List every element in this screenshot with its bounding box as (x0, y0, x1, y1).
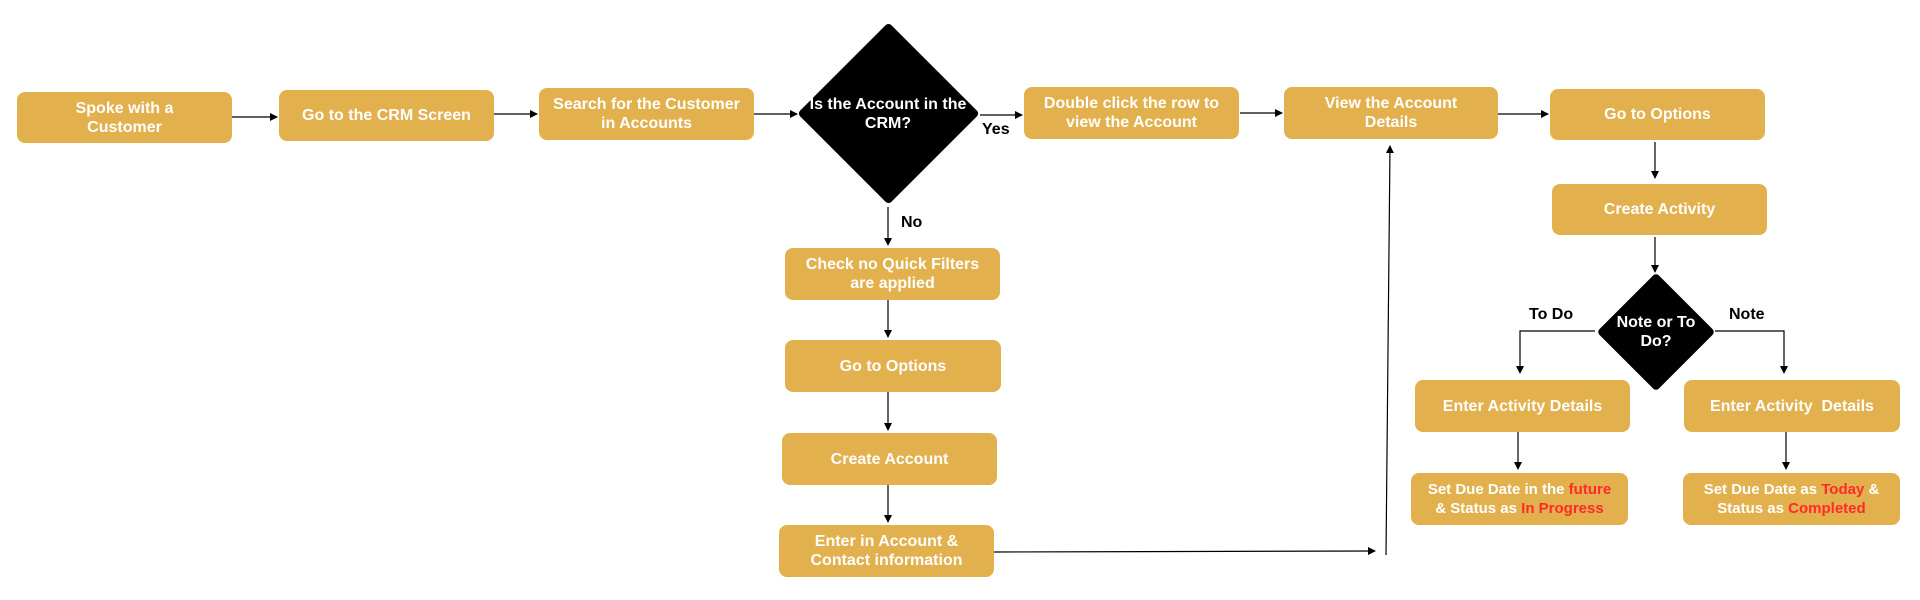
enter-activity-todo-box: Enter Activity Details (1415, 380, 1630, 432)
due-date-future-text: Set Due Date in the future & Status as I… (1428, 480, 1611, 518)
due-date-today-text: Set Due Date as Today & Status as Comple… (1704, 480, 1880, 518)
create-account-box: Create Account (782, 433, 997, 485)
go-to-options-label: Go to Options (1604, 106, 1711, 123)
search-customer-box: Search for the Customer in Accounts (539, 88, 754, 140)
create-activity-label: Create Activity (1603, 201, 1716, 218)
due-future-line1: Set Due Date in the future (1428, 480, 1611, 499)
account-decision-label: Is the Account in the CRM? (809, 96, 967, 132)
due-future-line2-prefix: & Status as (1435, 500, 1522, 517)
due-date-today-box: Set Due Date as Today & Status as Comple… (1683, 473, 1900, 525)
edge-enter-to-join (992, 547, 1376, 556)
due-today-line1: Set Due Date as Today & (1704, 480, 1880, 499)
spoke-customer-label: Spoke with a Customer (75, 99, 174, 136)
edge-decision-note (1715, 330, 1788, 374)
go-to-options-box: Go to Options (1550, 89, 1765, 140)
enter-activity-note-label: Enter Activity Details (1710, 397, 1874, 415)
spoke-customer-box: Spoke with a Customer (17, 92, 232, 143)
no-edge-label: No (901, 214, 923, 231)
enter-account-contact-label: Enter in Account & Contact information (810, 533, 963, 569)
enter-account-contact-box: Enter in Account & Contact information (779, 525, 994, 577)
crm-screen-box: Go to the CRM Screen (279, 90, 494, 141)
due-future-line2-highlight: In Progress (1521, 500, 1604, 517)
edge-decision-todo (1516, 330, 1595, 374)
due-today-line2: Status as Completed (1704, 499, 1880, 518)
view-account-details-label: View the Account Details (1324, 95, 1458, 131)
note-or-todo-label: Note or To Do? (1616, 314, 1696, 350)
todo-edge-label: To Do (1529, 306, 1574, 323)
due-today-line1-suffix: & (1864, 481, 1880, 498)
enter-activity-note-box: Enter Activity Details (1684, 380, 1900, 432)
due-today-line1-prefix: Set Due Date as (1703, 481, 1822, 498)
crm-screen-label: Go to the CRM Screen (302, 107, 471, 124)
view-account-details-box: View the Account Details (1284, 87, 1498, 139)
enter-activity-todo-label: Enter Activity Details (1442, 397, 1603, 415)
due-future-line2: & Status as In Progress (1428, 499, 1611, 518)
create-activity-box: Create Activity (1552, 184, 1767, 235)
go-to-options-new-box: Go to Options (785, 340, 1001, 392)
double-click-row-label: Double click the row to view the Account (1043, 95, 1220, 131)
due-today-line2-highlight: Completed (1788, 500, 1866, 517)
due-today-line1-highlight: Today (1821, 481, 1865, 498)
note-edge-label: Note (1729, 306, 1765, 323)
due-future-line1-prefix: Set Due Date in the (1427, 481, 1569, 498)
double-click-row-box: Double click the row to view the Account (1024, 87, 1239, 139)
yes-edge-label: Yes (982, 121, 1010, 138)
edge-join-to-view (1385, 145, 1394, 556)
due-date-future-box: Set Due Date in the future & Status as I… (1411, 473, 1628, 525)
due-today-line2-prefix: Status as (1717, 500, 1789, 517)
go-to-options-new-label: Go to Options (839, 357, 947, 375)
check-quick-filters-label: Check no Quick Filters are applied (805, 256, 980, 292)
due-future-line1-highlight: future (1568, 481, 1612, 498)
check-quick-filters-box: Check no Quick Filters are applied (785, 248, 1000, 300)
search-customer-label: Search for the Customer in Accounts (553, 96, 740, 132)
create-account-label: Create Account (830, 450, 949, 468)
